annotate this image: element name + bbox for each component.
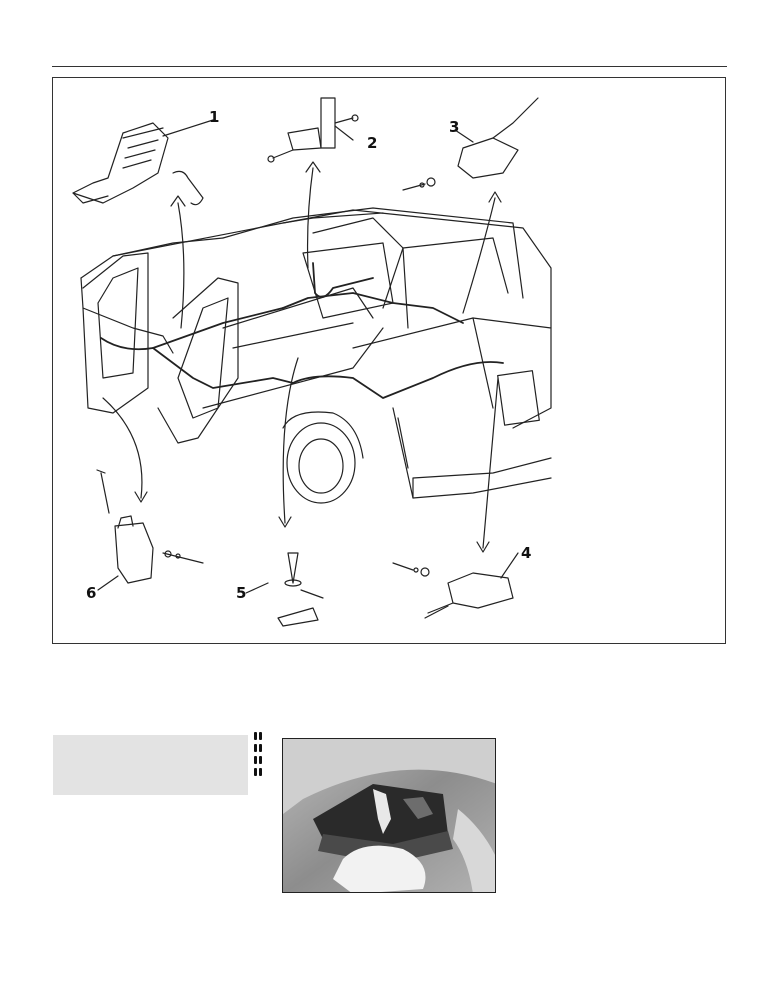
callout-5: 5: [236, 584, 247, 602]
car-line-drawing: [72, 97, 552, 627]
header-rule: [52, 66, 727, 67]
info-panel: [53, 735, 248, 795]
tool-rating-icon: [252, 730, 266, 787]
door-lock-photo: [282, 738, 496, 893]
callout-3: 3: [449, 118, 460, 136]
callout-2: 2: [367, 134, 378, 152]
central-locking-diagram: 1 2 3 4 5 6: [52, 77, 726, 644]
callout-4: 4: [521, 544, 532, 562]
callout-1: 1: [209, 108, 220, 126]
callout-6: 6: [86, 584, 97, 602]
